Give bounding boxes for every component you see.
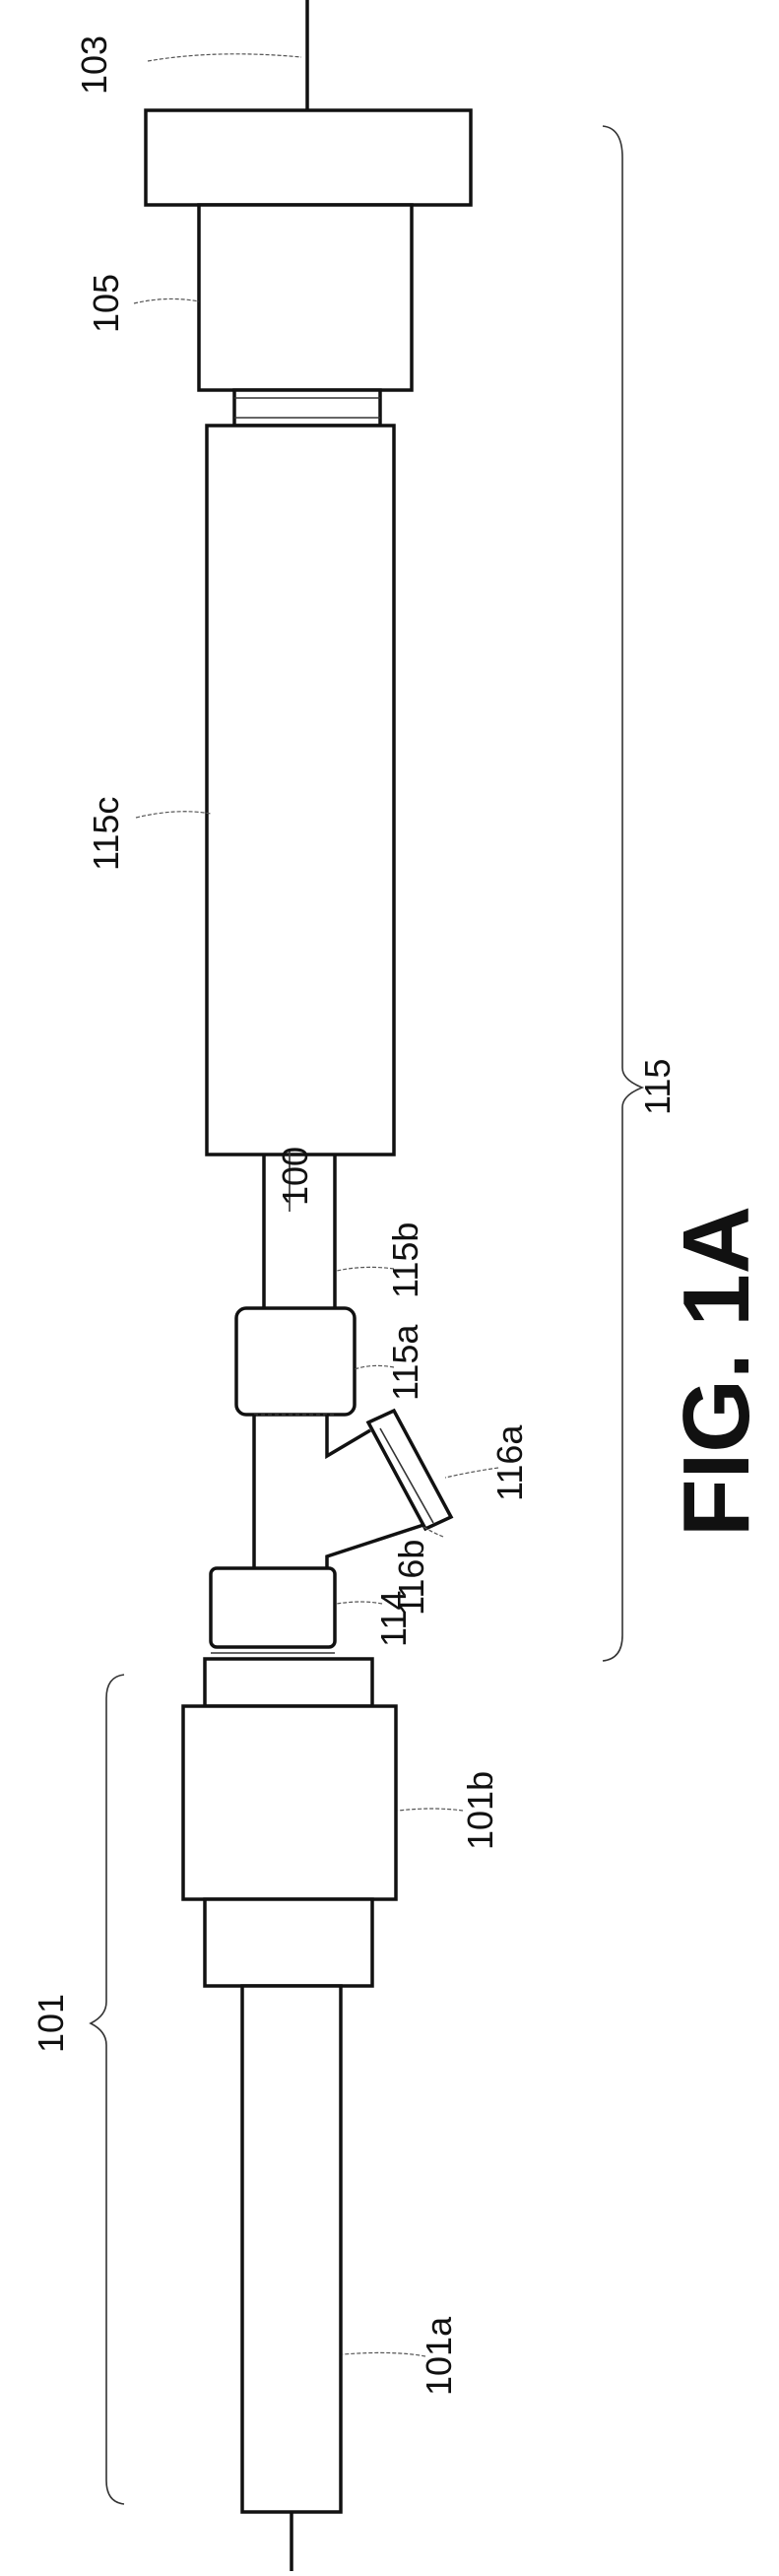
component-114-coupling [211, 1568, 335, 1647]
component-101a-tube [242, 1986, 341, 2512]
label-105: 105 [86, 274, 126, 333]
component-101b-body [183, 1706, 396, 1899]
bracket-115 [603, 126, 642, 1661]
component-101-upper-collar [205, 1659, 372, 1706]
label-116a: 116a [489, 1424, 530, 1501]
ytube-right-branch [327, 1415, 370, 1456]
label-figure-number: 100 [275, 1147, 315, 1206]
leader-116b [423, 1527, 443, 1537]
leader-115c [136, 812, 211, 818]
label-115c: 115c [86, 797, 126, 871]
leader-101b [398, 1809, 463, 1811]
leader-103 [148, 54, 301, 61]
component-105-housing [199, 205, 412, 390]
component-101-lower-collar [205, 1899, 372, 1986]
label-103: 103 [74, 35, 114, 95]
component-neck [234, 390, 380, 426]
leader-101a [343, 2352, 425, 2356]
component-103-cap [146, 110, 471, 205]
bracket-101 [91, 1675, 124, 2504]
label-101b: 101b [460, 1771, 500, 1850]
label-101: 101 [31, 1994, 71, 2053]
figure-caption: FIG. 1A [664, 1206, 769, 1537]
component-115a-coupling [236, 1308, 355, 1415]
component-115c-body [207, 426, 394, 1155]
label-115: 115 [637, 1059, 678, 1115]
label-101a: 101a [419, 2316, 459, 2396]
label-114: 114 [373, 1591, 414, 1647]
label-115a: 115a [385, 1324, 425, 1401]
leader-105 [134, 298, 199, 303]
label-115b: 115b [385, 1222, 425, 1298]
